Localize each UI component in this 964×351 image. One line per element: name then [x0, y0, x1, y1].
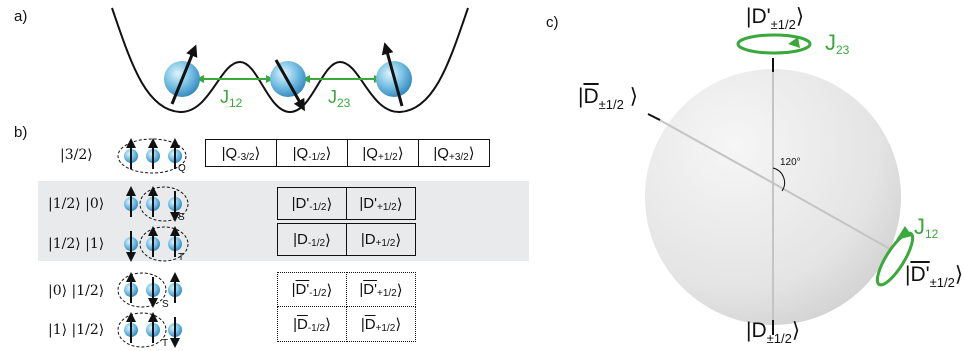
- d-state-p12: |D+1/2⟩: [346, 223, 416, 256]
- spin-clusters: [117, 138, 189, 348]
- rotation-loop-j12: [875, 231, 915, 287]
- rotation-label-j23: J23: [825, 30, 850, 57]
- panel-label-b: b): [14, 124, 28, 141]
- axis-right: [772, 182, 891, 250]
- row-ket-1-half: |1⟩ |1/2⟩: [48, 322, 105, 338]
- rotation-arrow-j12: [896, 226, 912, 240]
- angle-arc: [772, 167, 786, 192]
- angle-label: 120°: [780, 157, 801, 168]
- sphere-label-left: |D±1/2 ⟩: [578, 85, 638, 112]
- row-ket-half-1: |1/2⟩ |1⟩: [48, 236, 105, 252]
- row-ket-half-0: |1/2⟩ |0⟩: [48, 196, 105, 212]
- axis-left: [655, 117, 774, 184]
- sphere-label-top: |D'±1/2⟩: [746, 5, 805, 32]
- cluster-letter-q: Q: [178, 163, 186, 174]
- sphere-label-bottom: |D±1/2⟩: [746, 319, 801, 346]
- cluster-ellipse: [139, 226, 189, 262]
- row-ket-3-2: |3/2⟩: [60, 147, 93, 163]
- cluster-ellipse: [117, 138, 187, 174]
- rotation-loop-j23: [736, 33, 812, 55]
- axis-left-tick: [647, 113, 661, 121]
- q-state-p32: |Q+3/2⟩: [418, 139, 490, 167]
- spin-3: [376, 42, 412, 107]
- q-state-p12: |Q+1/2 ⟩: [347, 139, 419, 167]
- spin-2: [270, 59, 306, 112]
- doublet-band-d: [38, 181, 529, 261]
- q-state-m12: |Q-1/2 ⟩: [276, 139, 348, 167]
- rotation-label-j12: J12: [914, 214, 939, 241]
- sphere-label-right: |D'±1/2⟩: [905, 263, 964, 290]
- cluster-ellipse: [139, 186, 189, 222]
- coupling-label-j23: J23: [328, 87, 351, 110]
- cluster-letter-t-2: T: [162, 338, 169, 349]
- spin-1: [164, 44, 200, 105]
- coupling-label-j12: J12: [220, 87, 243, 110]
- dprime-state-m12: |D'-1/2⟩: [277, 187, 347, 220]
- cluster-letter-s-1: S: [178, 212, 185, 223]
- panel-label-a: a): [14, 8, 28, 25]
- dbar-state-m12: |D -1/2⟩: [277, 306, 347, 342]
- cluster-letter-s-2: S: [162, 299, 169, 310]
- dbar-prime-state-m12: |D'-1/2⟩: [277, 272, 347, 307]
- dprime-state-p12: |D'+1/2⟩: [346, 187, 416, 220]
- cluster-ellipse: [117, 272, 167, 308]
- cluster-letter-t-1: T: [178, 252, 185, 263]
- row-ket-0-half: |0⟩ |1/2⟩: [48, 283, 105, 299]
- q-state-m32: |Q-3/2 ⟩: [205, 139, 277, 167]
- cluster-ellipse: [117, 312, 167, 348]
- dbar-prime-state-p12: |D'+1/2⟩: [346, 272, 416, 307]
- d-state-m12: |D-1/2⟩: [277, 223, 347, 256]
- panel-label-c: c): [546, 14, 559, 31]
- rotation-arrow-j23: [788, 37, 800, 48]
- triple-well-potential: [111, 7, 469, 114]
- dbar-state-p12: |D+1/2⟩: [346, 306, 416, 342]
